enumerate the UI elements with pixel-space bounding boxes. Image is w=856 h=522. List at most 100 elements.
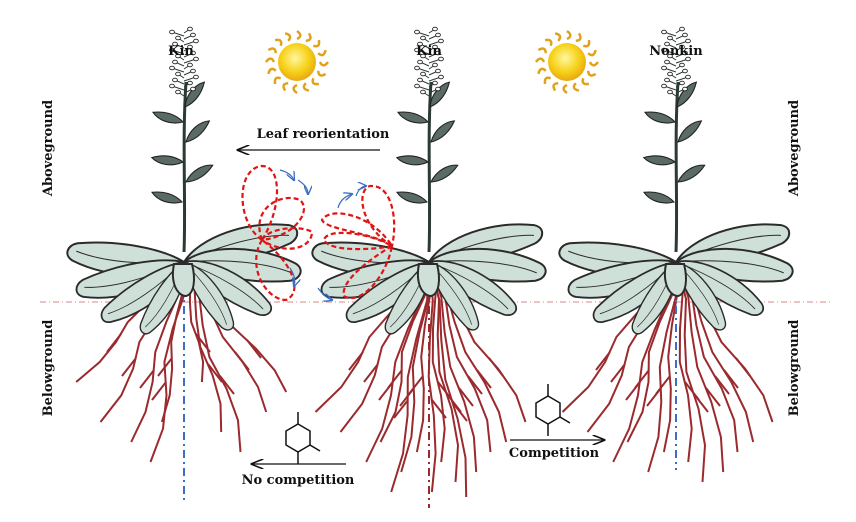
flower-bud [414,47,420,53]
sun-ray [537,47,548,54]
flower-bud [417,41,423,47]
sun-ray [562,83,568,95]
sun-ray [543,76,552,85]
lateral-root [595,351,611,371]
sun-ray [296,29,302,41]
lateral-root [234,351,250,371]
side-label-right-top: Aboveground [787,100,802,197]
stem [182,81,188,253]
molecule-icon [535,384,571,436]
lateral-root [106,333,122,353]
lateral-root [458,387,474,407]
stem-leaf [181,118,214,144]
lateral-root [705,387,721,407]
lateral-root [735,357,751,377]
sun-ray [274,38,283,47]
flower-bud [685,38,691,44]
flower-bud [172,41,178,47]
stem-leaf [673,118,706,144]
root [428,261,478,473]
flower-bud [667,89,673,95]
flower-bud [682,32,688,38]
flower-bud [661,65,667,71]
stem-leaf [150,149,184,171]
flower-bud [435,32,441,38]
sun-ray [264,57,276,63]
stem-leaf [643,104,677,131]
lateral-root [195,333,211,353]
sun-icon [264,29,330,95]
stem-leaf [395,149,429,171]
lateral-root [488,357,504,377]
sun-ray [586,70,597,77]
root-system-plant-3 [561,261,774,483]
lateral-root [393,399,409,419]
sun-ray [267,67,277,75]
plant-1 [64,26,304,340]
root [427,261,437,493]
flower-bud [187,62,193,68]
side-label-left-bottom: Belowground [41,320,56,417]
sun-ray [312,39,321,48]
flower-bud [438,38,444,44]
sun-ray [316,70,327,77]
flower-bud [190,50,196,56]
lateral-root [219,375,235,395]
flower-bud [193,56,199,62]
lateral-root [246,339,262,359]
flower-bud [685,74,691,80]
stem-leaf [642,184,676,211]
competition-label: Competition [509,446,600,461]
sun-ray [587,49,597,57]
stem-leaf [427,162,461,184]
leaf-movement-arrows [279,169,366,300]
plant-2 [309,26,549,340]
plant-label-2: Kin [416,44,442,59]
flower-bud [169,47,175,53]
root [675,261,707,483]
flower-bud [172,77,178,83]
flower-bud [414,65,420,71]
side-label-left-top: Aboveground [41,100,56,197]
sun-ray [537,67,547,75]
stem [674,81,680,253]
lateral-root [452,402,468,422]
lateral-root [207,363,223,383]
flower-bud [190,68,196,74]
flower-bud [175,71,181,77]
plant-label-3: Nonkin [649,44,703,59]
molecule-icon [285,412,321,464]
plant-3 [556,26,796,340]
flower-bud [679,44,685,50]
lateral-root [151,381,167,401]
flower-bud [679,80,685,86]
flower-bud [432,62,438,68]
stem-leaf [426,118,459,144]
lateral-root [634,369,650,389]
stem-leaf [674,162,708,184]
lateral-root [431,399,447,419]
root [390,261,430,493]
sun-ray [582,39,591,48]
flower-bud [667,71,673,77]
lateral-root [714,375,730,395]
flower-bud [172,59,178,65]
sun-ray [317,49,327,57]
sun-ray [572,82,580,92]
flower-bud [664,41,670,47]
reoriented-leaves-center [320,184,396,299]
lateral-root [408,375,424,395]
flower-bud [661,47,667,53]
flower-bud [169,29,175,35]
root [428,261,446,463]
leaf-reorientation-label: Leaf reorientation [257,127,390,142]
stem-leaf [396,104,430,131]
flower-bud [193,38,199,44]
flower-bud [682,50,688,56]
root [675,261,725,473]
flower-bud [175,89,181,95]
lateral-root [467,375,483,395]
flower-bud [667,53,673,59]
sun-icon [534,29,600,95]
